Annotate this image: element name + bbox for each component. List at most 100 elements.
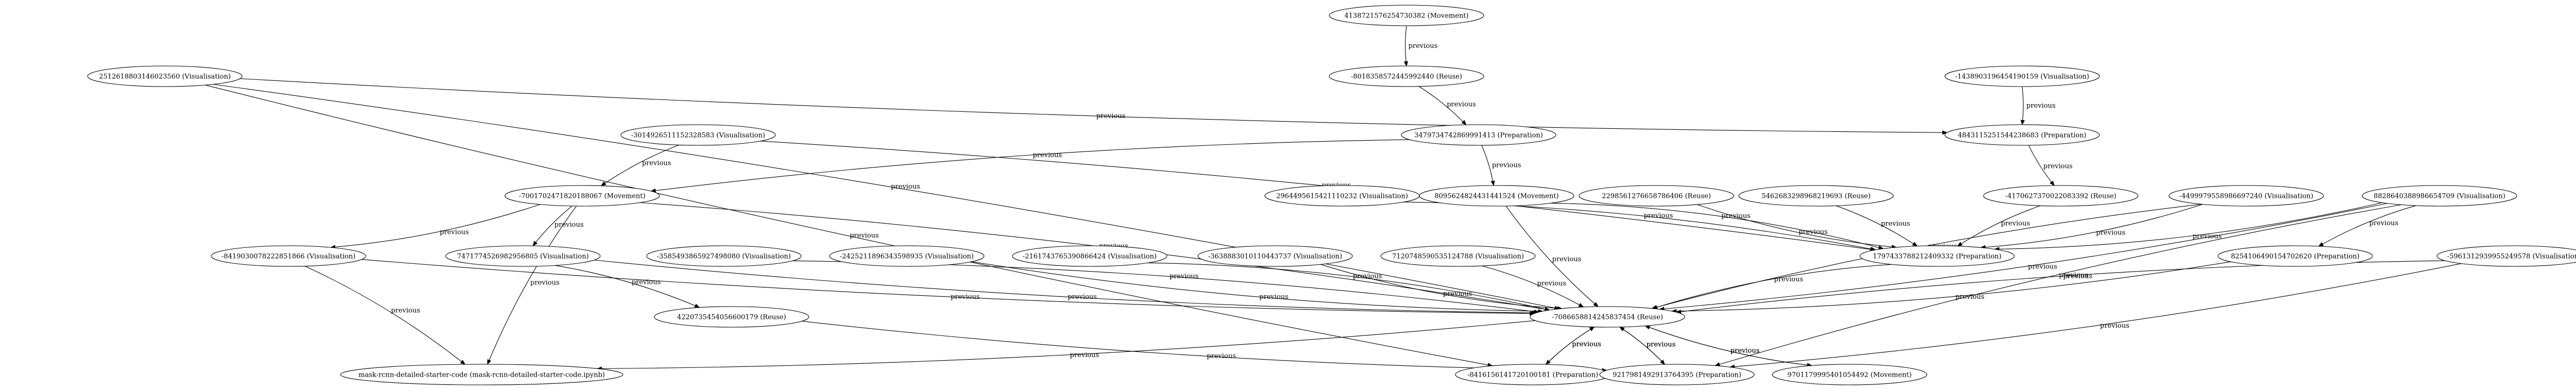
edge: previous	[971, 261, 1543, 311]
edge-line	[651, 139, 1410, 191]
edge: previous	[213, 84, 1560, 309]
graph-node: 9217981492913764395 (Preparation)	[1599, 364, 1755, 385]
node-label: 4220735454056600179 (Reuse)	[677, 314, 786, 322]
edge: previous	[1645, 326, 1812, 366]
graph-node: 8828640388986654709 (Visualisation)	[2362, 185, 2517, 207]
edge-line	[1147, 262, 1550, 310]
graph-node: 9701179995401054492 (Movement)	[1772, 364, 1927, 385]
node-ellipse	[1401, 124, 1556, 146]
node-label: -8416156141720100181 (Preparation)	[1467, 371, 1598, 379]
node-ellipse	[654, 306, 809, 328]
graph-node: -4499979558986697240 (Visualisation)	[2168, 185, 2324, 207]
edge: previous	[1672, 261, 2231, 311]
node-ellipse	[2436, 245, 2576, 267]
node-label: -7001702471820188067 (Movement)	[519, 193, 646, 200]
edge-label: previous	[1207, 352, 1236, 360]
edge: previous	[1405, 25, 1438, 66]
node-layer: 4138721576254730382 (Movement) -801835857…	[87, 5, 2576, 385]
node-label: -3014926511152328583 (Visualisation)	[631, 132, 765, 140]
graph-node: 7471774526982956805 (Visualisation)	[445, 245, 601, 267]
node-ellipse	[340, 364, 623, 385]
edge-line	[802, 320, 1606, 370]
node-ellipse	[1419, 185, 1574, 207]
edge-label: previous	[1259, 293, 1289, 301]
edge-label: previous	[1353, 273, 1382, 280]
edge-label: previous	[1647, 341, 1676, 348]
edge-line	[2022, 86, 2023, 125]
edge-line	[1320, 264, 1562, 309]
edge-line	[1482, 265, 1584, 307]
edge-line	[1958, 205, 2041, 246]
edge: previous	[1481, 145, 1521, 185]
graph-node: 8254106490154702620 (Preparation)	[2217, 245, 2373, 267]
node-ellipse	[504, 185, 660, 207]
edge-label: previous	[1572, 341, 1601, 348]
node-label: 4843115251544238683 (Preparation)	[1958, 132, 2087, 140]
graph-node: -2161743765390866424 (Visualisation)	[1012, 245, 1167, 267]
graph-node: -8416156141720100181 (Preparation)	[1455, 364, 1611, 385]
edge: previous	[487, 206, 577, 364]
edge: previous	[1994, 202, 2382, 249]
edge-label: previous	[1409, 42, 1438, 50]
node-label: -4499979558986697240 (Visualisation)	[2179, 193, 2313, 200]
edge-label: previous	[1881, 220, 1910, 228]
edge: previous	[1505, 206, 1598, 307]
graph-node: -8419030078222851866 (Visualisation)	[211, 245, 366, 267]
node-ellipse	[646, 245, 802, 267]
node-label: 7471774526982956805 (Visualisation)	[457, 253, 589, 261]
node-ellipse	[1859, 245, 2015, 267]
node-label: 4138721576254730382 (Movement)	[1344, 12, 1468, 20]
edge: previous	[205, 84, 1493, 366]
edge: previous	[1320, 264, 1562, 309]
node-ellipse	[620, 124, 776, 146]
edge-label: previous	[1552, 256, 1582, 263]
edge-label: previous	[1721, 212, 1751, 220]
edge: previous	[2022, 86, 2056, 125]
edge: previous	[1550, 202, 1884, 248]
edge-line	[1550, 202, 1884, 248]
node-label: -8018358572445992440 (Reuse)	[1351, 73, 1462, 81]
graph-node: 4138721576254730382 (Movement)	[1329, 5, 1484, 26]
edge-line	[1672, 261, 2231, 311]
edge-label: previous	[1799, 228, 1828, 236]
graph-node: -4170627370022083392 (Reuse)	[1983, 185, 2139, 207]
edge-label: previous	[1070, 351, 1099, 359]
edge: previous	[1147, 262, 1550, 310]
edge-label: previous	[530, 279, 560, 286]
graph-node: -8018358572445992440 (Reuse)	[1329, 65, 1484, 87]
edge-label: previous	[2369, 219, 2399, 227]
edge-line	[1715, 204, 2401, 365]
edge-label: previous	[2026, 102, 2056, 110]
edge-line	[1676, 260, 2445, 312]
edge-line	[361, 259, 1534, 314]
node-ellipse	[1579, 185, 1734, 207]
node-label: -2161743765390866424 (Visualisation)	[1023, 253, 1157, 261]
node-ellipse	[829, 245, 985, 267]
graph-node: 8095624824431441524 (Movement)	[1419, 185, 1574, 207]
graph-node: 4220735454056600179 (Reuse)	[654, 306, 809, 328]
edge: previous	[1836, 205, 1917, 246]
edge-label: previous	[891, 183, 920, 191]
node-label: 9701179995401054492 (Movement)	[1787, 371, 1911, 379]
edge-line	[760, 141, 1875, 250]
node-label: mask-rcnn-detailed-starter-code (mask-rc…	[359, 371, 605, 379]
edge-line	[1481, 145, 1494, 185]
edge-label: previous	[1492, 161, 1521, 169]
node-ellipse	[445, 245, 601, 267]
graph-node: -5961312939955249578 (Visualisation)	[2436, 245, 2576, 267]
node-ellipse	[1738, 185, 1894, 207]
graph-node: -2425211896343598935 (Visualisation)	[829, 245, 985, 267]
edge: previous	[1403, 201, 1875, 250]
edge-label: previous	[1170, 273, 1199, 280]
edge-line	[205, 84, 1493, 366]
edge: previous	[2319, 205, 2416, 246]
edge-line	[533, 206, 572, 246]
edge-label: previous	[1572, 341, 1601, 348]
edge-line	[555, 265, 699, 308]
edge: previous	[1676, 260, 2445, 312]
node-label: -1438903196454190159 (Visualisation)	[1955, 73, 2089, 81]
edge-label: previous	[554, 221, 584, 229]
node-ellipse	[1012, 245, 1167, 267]
node-ellipse	[1944, 124, 2100, 146]
edge-label: previous	[1537, 280, 1566, 287]
